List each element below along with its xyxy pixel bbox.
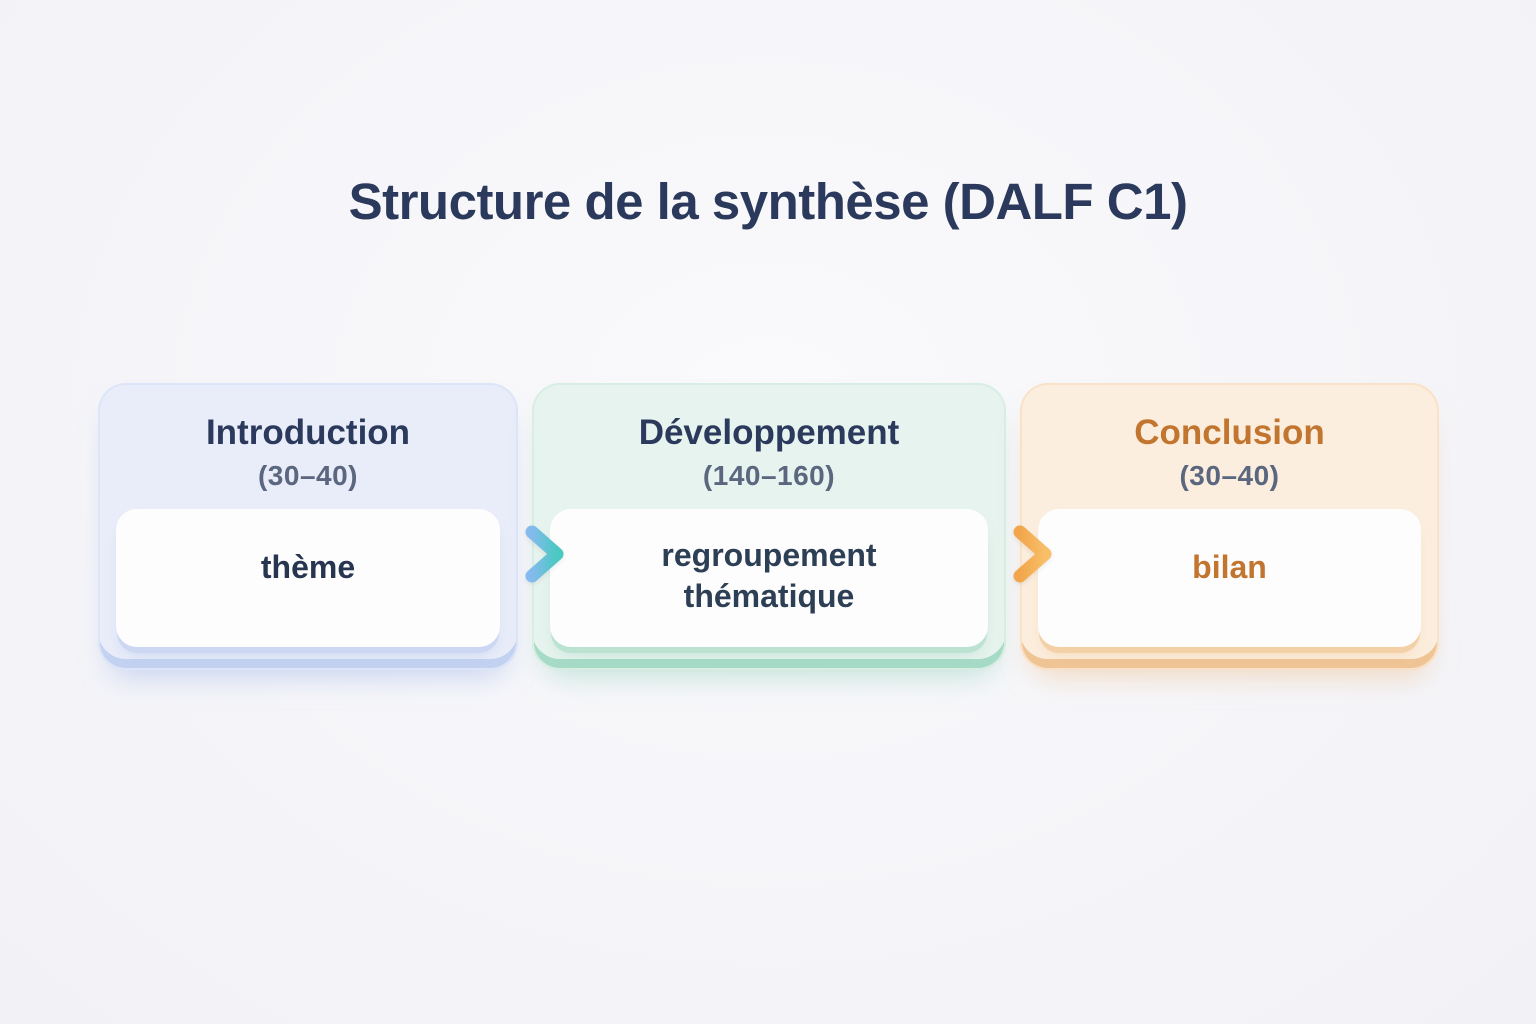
stage-introduction-card: thème xyxy=(116,509,500,648)
stage-conclusion-content: bilan xyxy=(1192,548,1267,585)
stage-conclusion-title: Conclusion xyxy=(1134,413,1325,452)
stage-developpement-word-count: (140–160) xyxy=(702,460,836,492)
stages-row: Introduction (30–40) thème Développement… xyxy=(98,383,1439,670)
stage-introduction-word-count: (30–40) xyxy=(257,460,358,492)
stage-introduction-title: Introduction xyxy=(205,413,411,452)
stage-introduction-content: thème xyxy=(260,548,356,585)
stage-developpement-title: Développement xyxy=(638,413,900,452)
arrow-dev-to-conclusion-icon xyxy=(965,524,1061,584)
stage-conclusion-card: bilan xyxy=(1038,509,1421,648)
stage-conclusion: Conclusion (30–40) bilan xyxy=(1020,383,1439,670)
stage-introduction: Introduction (30–40) thème xyxy=(98,383,518,670)
stage-conclusion-word-count: (30–40) xyxy=(1179,460,1280,492)
arrow-intro-to-dev-icon xyxy=(477,524,573,584)
page-title: Structure de la synthèse (DALF C1) xyxy=(348,173,1188,230)
stage-developpement-content: regroupement thématique xyxy=(661,537,877,615)
stage-developpement-card: regroupement thématique xyxy=(550,509,988,648)
stage-developpement: Développement (140–160) regroupement thé… xyxy=(532,383,1006,670)
